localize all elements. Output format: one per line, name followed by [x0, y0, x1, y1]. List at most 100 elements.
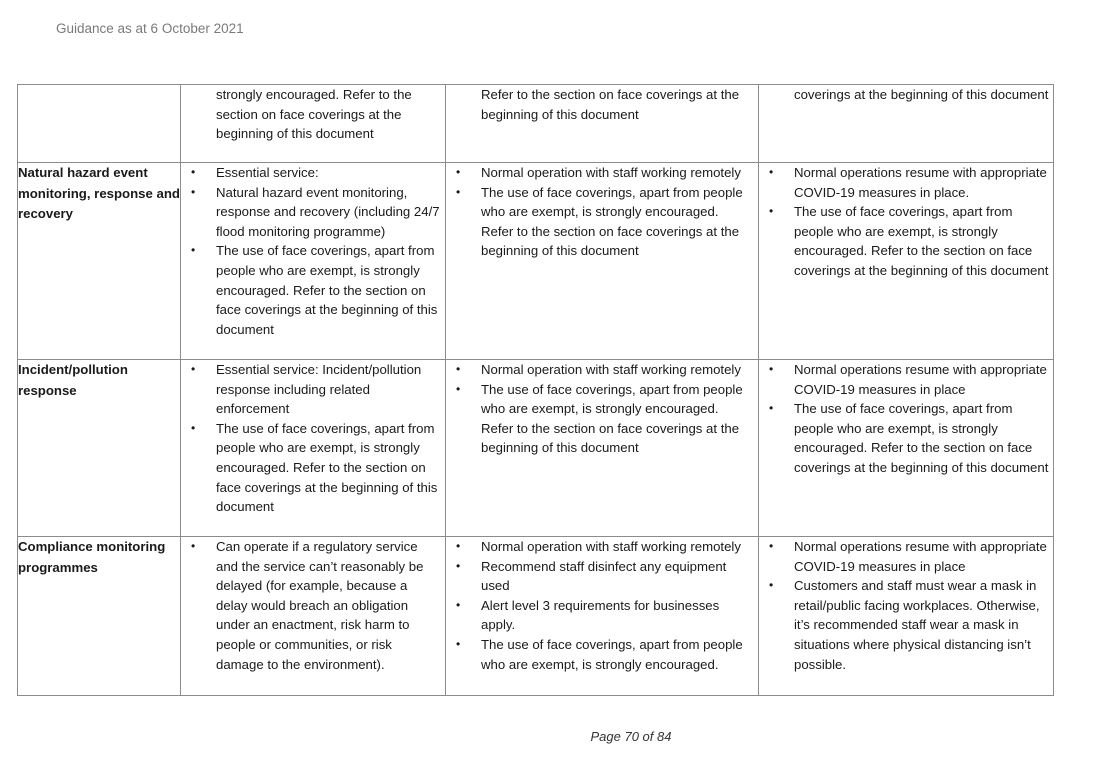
- table-body: strongly encouraged. Refer to the sectio…: [17, 84, 1054, 696]
- list-item-text: The use of face coverings, apart from pe…: [794, 401, 1049, 475]
- row-label: Natural hazard event monitoring, respons…: [18, 165, 180, 221]
- bullet-icon: •: [769, 165, 774, 179]
- bullet-list: • Normal operation with staff working rem…: [446, 360, 758, 458]
- content-cell: • Normal operations resume with appropria…: [758, 359, 1054, 537]
- bullet-icon: •: [456, 636, 461, 651]
- row-label-cell: Compliance monitoring programmes: [17, 536, 181, 696]
- list-item: •Essential service: Incident/pollution r…: [181, 360, 445, 419]
- list-item-text: Normal operation with staff working remo…: [481, 165, 741, 180]
- content-cell: • Normal operations resume with appropria…: [758, 536, 1054, 696]
- row-label-cell: [17, 84, 181, 163]
- content-cell: • Essential service: Incident/pollution r…: [180, 359, 446, 537]
- bullet-icon: •: [769, 578, 774, 593]
- table-row: strongly encouraged. Refer to the sectio…: [17, 84, 1054, 163]
- content-cell: • Normal operation with staff working rem…: [445, 359, 759, 537]
- list-item-text: coverings at the beginning of this docum…: [794, 87, 1049, 102]
- list-item-text: Normal operation with staff working remo…: [481, 362, 741, 377]
- list-item: • The use of face coverings, apart from p…: [181, 241, 445, 339]
- bullet-list: • Normal operations resume with appropria…: [759, 360, 1053, 478]
- bullet-icon: •: [456, 184, 461, 199]
- list-item: coverings at the beginning of this docum…: [759, 85, 1053, 105]
- list-item-text: Normal operations resume with appropriat…: [794, 362, 1047, 397]
- list-item: • Alert level 3 requirements for business…: [446, 596, 758, 635]
- bullet-icon: •: [456, 597, 461, 612]
- list-item: •The use of face coverings, apart from p…: [759, 202, 1053, 280]
- content-cell: strongly encouraged. Refer to the sectio…: [180, 84, 446, 163]
- bullet-icon: •: [769, 539, 774, 553]
- list-item: • The use of face coverings, apart from p…: [181, 419, 445, 517]
- bullet-list: coverings at the beginning of this docum…: [759, 85, 1053, 105]
- list-item-text: Customers and staff must wear a mask in …: [794, 578, 1040, 672]
- bullet-icon: •: [456, 381, 461, 396]
- list-item-text: Refer to the section on face coverings a…: [481, 87, 740, 122]
- bullet-list: • Normal operations resume with appropria…: [759, 537, 1053, 674]
- bullet-icon: •: [456, 362, 461, 376]
- bullet-icon: •: [191, 243, 196, 258]
- bullet-icon: •: [191, 420, 196, 435]
- list-item: Refer to the section on face coverings a…: [446, 85, 758, 124]
- guidance-table: strongly encouraged. Refer to the sectio…: [17, 84, 1054, 696]
- list-item: • Natural hazard event monitoring, respon…: [181, 183, 445, 242]
- bullet-icon: •: [456, 165, 461, 179]
- bullet-icon: •: [456, 558, 461, 573]
- table-row: Incident/pollution response • Essential se…: [17, 359, 1054, 537]
- bullet-icon: •: [769, 401, 774, 416]
- list-item: • Normal operation with staff working rem…: [446, 163, 758, 183]
- page-number-text: Page 70 of 84: [590, 729, 672, 744]
- list-item-text: The use of face coverings, apart from pe…: [481, 381, 743, 456]
- page-header: Guidance as at 6 October 2021: [56, 21, 244, 36]
- list-item-text: The use of face coverings, apart from pe…: [481, 184, 743, 259]
- page-number: Page 70 of 84: [0, 729, 1116, 744]
- list-item-text: Recommend staff disinfect any equipment …: [481, 558, 727, 594]
- list-item: • Customers and staff must wear a mask in…: [759, 576, 1053, 674]
- list-item-text: Alert level 3 requirements for businesse…: [481, 597, 720, 633]
- bullet-icon: •: [769, 204, 774, 219]
- content-cell: • Normal operations resume with appropria…: [758, 162, 1054, 360]
- content-cell: • Normal operation with staff working rem…: [445, 162, 759, 360]
- content-cell: • Essential service: • Natural hazard event…: [180, 162, 446, 360]
- bullet-list: • Essential service: Incident/pollution r…: [181, 360, 445, 517]
- content-cell: Refer to the section on face coverings a…: [445, 84, 759, 163]
- bullet-list: • Essential service: • Natural hazard event…: [181, 163, 445, 339]
- list-item-text: The use of face coverings, apart from pe…: [216, 420, 438, 515]
- list-item: • Normal operations resume with appropria…: [759, 537, 1053, 576]
- list-item-text: Normal operations resume with appropriat…: [794, 165, 1047, 200]
- list-item-text: Essential service: Incident/pollution re…: [216, 362, 422, 417]
- list-item: • Normal operation with staff working rem…: [446, 360, 758, 380]
- list-item-text: Normal operations resume with appropriat…: [794, 539, 1047, 574]
- list-item-text: Natural hazard event monitoring, respons…: [216, 184, 440, 239]
- list-item: • Essential service:: [181, 163, 445, 183]
- bullet-list: Refer to the section on face coverings a…: [446, 85, 758, 124]
- list-item: • Normal operation with staff working rem…: [446, 537, 758, 557]
- content-cell: coverings at the beginning of this docum…: [758, 84, 1054, 163]
- table-row: Natural hazard event monitoring, respons…: [17, 162, 1054, 360]
- list-item: • The use of face coverings, apart from p…: [446, 635, 758, 674]
- list-item: • Normal operations resume with appropria…: [759, 163, 1053, 202]
- list-item: • The use of face coverings, apart from p…: [759, 399, 1053, 477]
- bullet-list: • Normal operation with staff working rem…: [446, 537, 758, 674]
- bullet-icon: •: [769, 362, 774, 376]
- content-cell: • Normal operation with staff working rem…: [445, 536, 759, 696]
- list-item: • Recommend staff disinfect any equipment…: [446, 557, 758, 596]
- table-row: Compliance monitoring programmes • Can ope…: [17, 536, 1054, 696]
- row-label-cell: Natural hazard event monitoring, respons…: [17, 162, 181, 360]
- list-item-text: The use of face coverings, apart from pe…: [481, 636, 743, 672]
- bullet-list: strongly encouraged. Refer to the sectio…: [181, 85, 445, 144]
- bullet-icon: •: [456, 539, 461, 553]
- list-item: • Can operate if a regulatory service and…: [181, 537, 445, 674]
- row-label: Compliance monitoring programmes: [18, 539, 166, 575]
- list-item-text: Normal operation with staff working remo…: [481, 539, 741, 554]
- bullet-list: • Can operate if a regulatory service and…: [181, 537, 445, 674]
- bullet-icon: •: [191, 184, 196, 199]
- list-item-text: The use of face coverings, apart from pe…: [216, 243, 438, 337]
- list-item-text: Essential service:: [216, 165, 319, 180]
- bullet-icon: •: [191, 165, 196, 179]
- list-item-text: strongly encouraged. Refer to the sectio…: [216, 87, 412, 142]
- content-cell: • Can operate if a regulatory service and…: [180, 536, 446, 696]
- list-item: strongly encouraged. Refer to the sectio…: [181, 85, 445, 144]
- list-item-text: Can operate if a regulatory service and …: [216, 539, 424, 672]
- bullet-icon: •: [191, 539, 196, 553]
- bullet-list: • Normal operation with staff working rem…: [446, 163, 758, 261]
- list-item: • The use of face coverings, apart from p…: [446, 380, 758, 458]
- row-label-cell: Incident/pollution response: [17, 359, 181, 537]
